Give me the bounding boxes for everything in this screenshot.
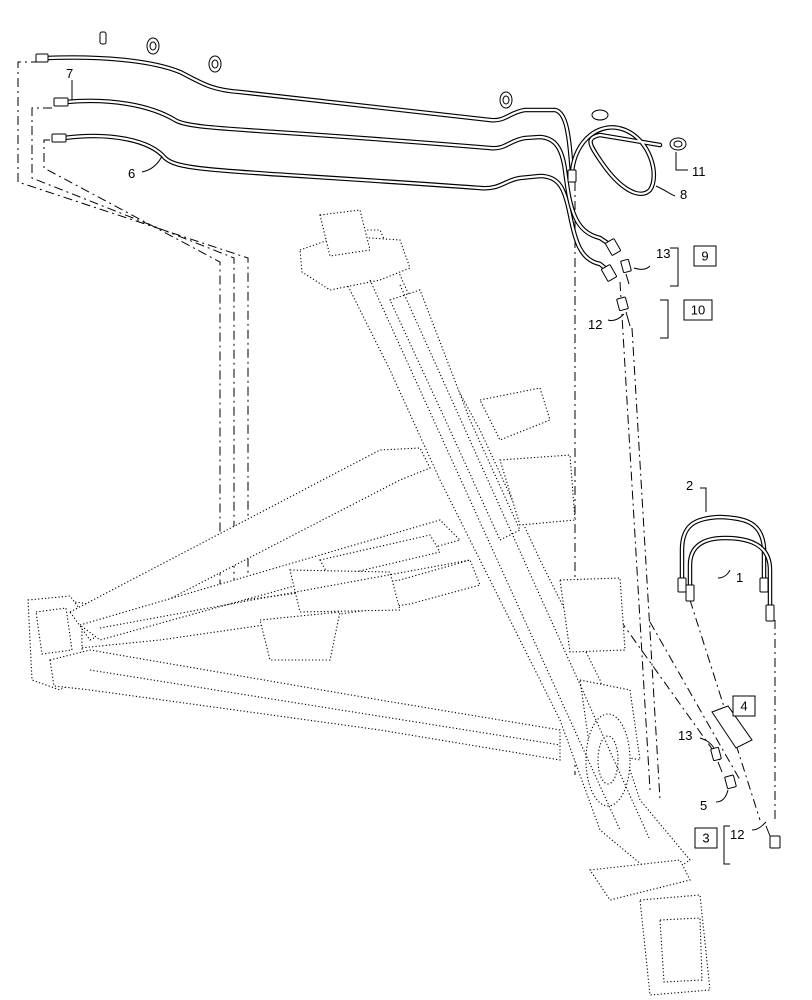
callout-1: 1 — [736, 570, 743, 585]
fitting-13-lower — [710, 746, 723, 773]
fitting-12-lower — [765, 825, 781, 849]
leader-lines — [71, 80, 767, 831]
callout-12-upper: 12 — [588, 317, 602, 332]
hose-8-loop — [569, 125, 663, 196]
callout-6: 6 — [128, 166, 135, 181]
hose-clamps — [99, 31, 687, 151]
callout-13-lower: 13 — [678, 728, 692, 743]
svg-text:10: 10 — [691, 303, 705, 318]
svg-text:9: 9 — [701, 249, 708, 264]
callout-8: 8 — [680, 187, 687, 202]
part-4-bracket — [711, 705, 753, 749]
callout-2: 2 — [686, 478, 693, 493]
callout-11: 11 — [692, 164, 706, 179]
callout-5: 5 — [700, 798, 707, 813]
callout-labels: 7 6 11 8 13 12 2 1 13 5 12 — [66, 66, 744, 842]
svg-text:3: 3 — [702, 831, 709, 846]
hose-end-fittings — [35, 53, 621, 282]
group-brackets — [660, 247, 730, 865]
hose-top — [43, 55, 575, 175]
callout-13-upper: 13 — [656, 246, 670, 261]
box-callout-10: 10 — [683, 299, 713, 321]
callout-7: 7 — [66, 66, 73, 81]
box-callout-4: 4 — [732, 695, 756, 717]
hose-6 — [61, 133, 613, 275]
hitch-frame — [27, 209, 711, 996]
callout-12-lower: 12 — [730, 827, 744, 842]
hose-2 — [677, 514, 769, 593]
hose-7 — [63, 98, 618, 251]
fitting-12-upper — [616, 296, 631, 327]
fitting-5 — [724, 774, 737, 790]
svg-text:4: 4 — [740, 699, 747, 714]
hose-1 — [685, 535, 775, 622]
box-callout-9: 9 — [693, 245, 717, 267]
box-callout-3: 3 — [694, 827, 718, 849]
fitting-13-upper — [620, 258, 632, 285]
